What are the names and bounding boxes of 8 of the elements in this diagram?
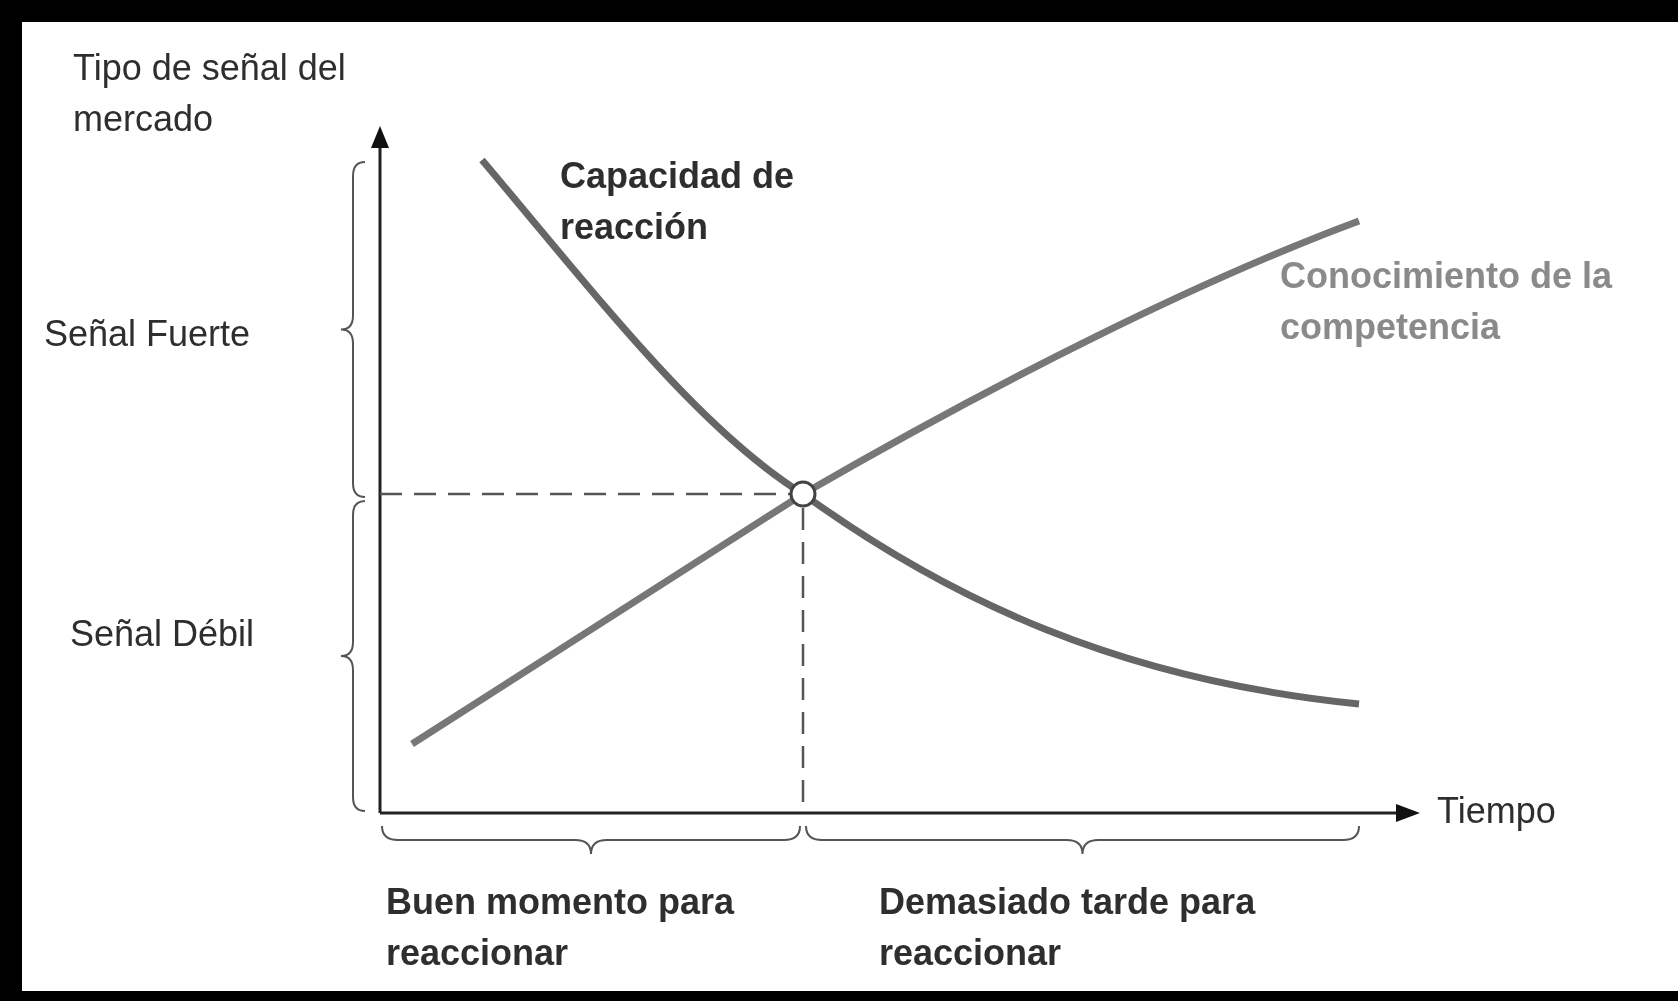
curve-label: Capacidad de reacción — [560, 154, 796, 249]
axis-title: Tipo de señal del mercado — [73, 46, 347, 141]
range-label: Demasiado tarde para reaccionar — [879, 880, 1257, 975]
range-label: Buen momento para reaccionar — [386, 880, 736, 975]
range-label: Señal Débil — [70, 612, 256, 656]
range-label: Señal Fuerte — [44, 312, 252, 356]
curve-label: Conocimiento de la competencia — [1280, 254, 1614, 349]
axis-title: Tiempo — [1437, 789, 1557, 833]
